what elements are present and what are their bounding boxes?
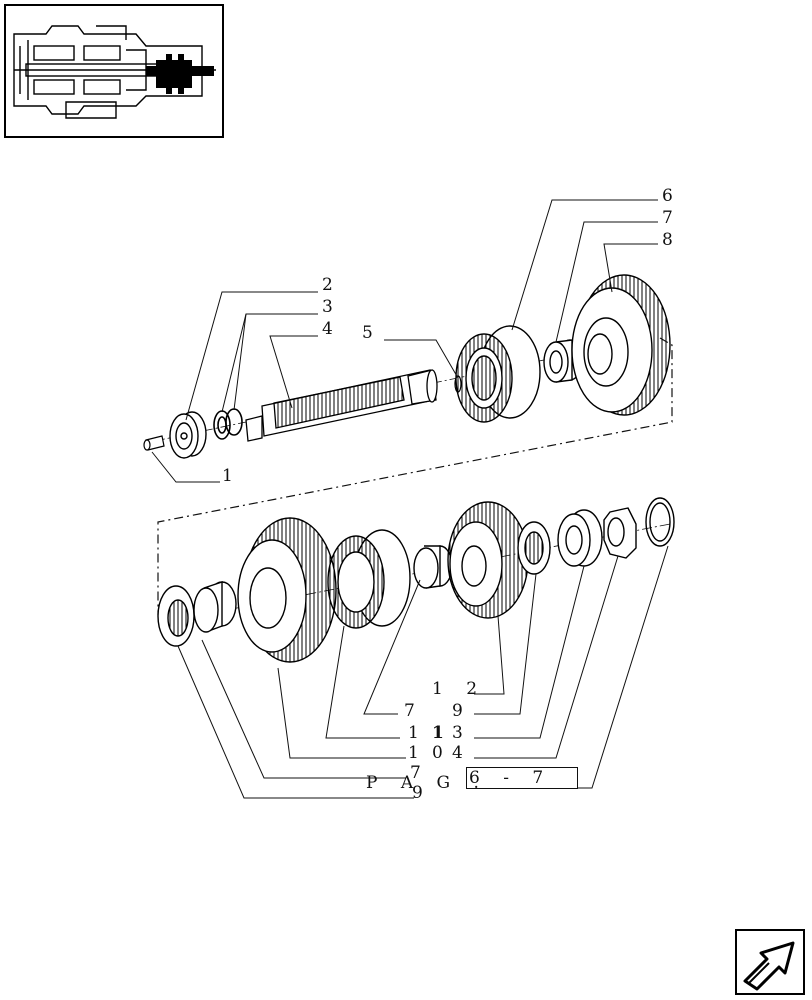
callout-9b: 9 xyxy=(412,783,423,803)
page-ref-box: 6 - 7 xyxy=(466,767,578,789)
lower-synchro xyxy=(327,529,411,629)
callout-1: 1 xyxy=(222,466,233,486)
callout-14-c: 4 xyxy=(452,743,463,763)
next-page-arrow-icon xyxy=(743,941,795,991)
callout-13-b: 1 xyxy=(432,723,444,743)
callout-4: 4 xyxy=(322,319,333,339)
callout-14-a: 1 xyxy=(408,743,419,763)
part-1-pin xyxy=(143,435,165,451)
transfer-dash-lines xyxy=(157,337,673,615)
transmission-thumbnail xyxy=(4,4,224,138)
callout-12: 1 2 xyxy=(432,679,487,699)
callout-13-a: 1 xyxy=(408,723,419,743)
callout-14-b: 0 xyxy=(432,743,443,763)
part-8-gear xyxy=(571,274,671,416)
callout-9: 9 xyxy=(452,701,463,721)
lower-gear-a xyxy=(237,517,337,663)
lower-gear-b xyxy=(447,501,529,619)
callout-6: 6 xyxy=(662,186,673,206)
lower-bush-b xyxy=(413,545,453,589)
lower-nut xyxy=(603,507,637,559)
callout-8: 8 xyxy=(662,230,673,250)
callout-5: 5 xyxy=(362,323,373,343)
callout-7b: 7 xyxy=(404,701,415,721)
callout-7: 7 xyxy=(662,208,673,228)
lower-bearing xyxy=(557,509,603,567)
part-2-bearing xyxy=(169,411,207,459)
lower-bush-a xyxy=(193,581,237,633)
part-3-rings xyxy=(213,408,243,440)
lower-washer xyxy=(157,585,195,647)
next-page-button[interactable] xyxy=(735,929,805,995)
callout-13-c: 3 xyxy=(452,723,463,743)
part-4-shaft xyxy=(245,369,438,442)
part-6-synchro xyxy=(455,325,541,423)
callout-2: 2 xyxy=(322,275,333,295)
transmission-section-icon xyxy=(13,25,216,119)
page-ref-value: 6 - 7 xyxy=(469,768,553,788)
lower-splined-ring xyxy=(517,521,551,575)
lower-snap-ring xyxy=(645,497,675,547)
callout-3: 3 xyxy=(322,297,333,317)
callout-7c: 7 xyxy=(410,763,421,783)
leader-lines xyxy=(151,199,669,799)
page-ref-prefix: P A G . xyxy=(366,773,488,793)
